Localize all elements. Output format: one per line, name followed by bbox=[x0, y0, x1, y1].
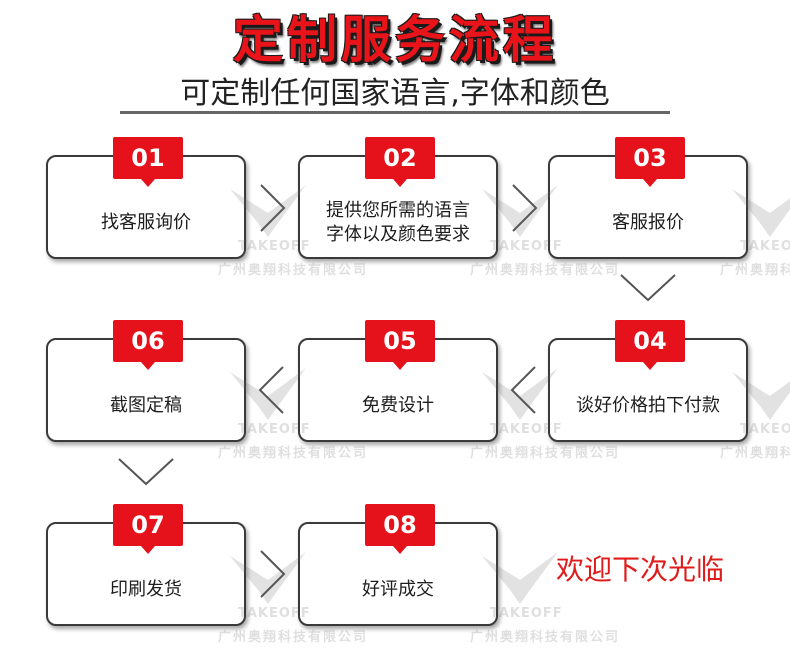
step-card-07: 07 TAKEOFF 广州奥翔科技有限公司 印刷发货 bbox=[46, 504, 366, 645]
step-card-02: 02 TAKEOFF 广州奥翔科技有限公司 提供您所需的语言 字体以及颜色要求 bbox=[298, 137, 618, 278]
chevron-left-icon bbox=[258, 366, 284, 414]
step-number-badge: 06 bbox=[113, 320, 183, 370]
step-label: 印刷发货 bbox=[110, 579, 182, 600]
step-card-08: 08 TAKEOFF 广州奥翔科技有限公司 好评成交 bbox=[298, 504, 618, 645]
watermark-company: 广州奥翔科技有限公司 bbox=[720, 263, 790, 278]
watermark-company: 广州奥翔科技有限公司 bbox=[218, 446, 369, 461]
watermark-brand: TAKEOFF bbox=[740, 239, 790, 254]
chevron-left-icon bbox=[510, 366, 536, 414]
watermark-company: 广州奥翔科技有限公司 bbox=[470, 446, 621, 461]
page-subtitle: 可定制任何国家语言,字体和颜色 bbox=[120, 74, 670, 114]
step-label: 谈好价格拍下付款 bbox=[576, 395, 720, 416]
step-number-badge: 05 bbox=[365, 320, 435, 370]
step-label: 好评成交 bbox=[362, 579, 434, 600]
page-title: 定制服务流程 bbox=[233, 11, 557, 69]
chevron-down-icon bbox=[620, 274, 676, 302]
step-card-01: 01 TAKEOFF 广州奥翔科技有限公司 找客服询价 bbox=[46, 137, 366, 278]
step-number-badge: 01 bbox=[113, 137, 183, 187]
step-number-badge: 04 bbox=[615, 320, 685, 370]
step-card-05: 05 TAKEOFF 广州奥翔科技有限公司 免费设计 bbox=[298, 320, 618, 461]
step-number-badge: 03 bbox=[615, 137, 685, 187]
step-card-03: 03 TAKEOFF 广州奥翔科技有限公司 客服报价 bbox=[548, 137, 790, 278]
step-label: 找客服询价 bbox=[101, 212, 191, 233]
welcome-message: 欢迎下次光临 bbox=[555, 553, 724, 586]
watermark-brand: TAKEOFF bbox=[740, 422, 790, 437]
watermark-company: 广州奥翔科技有限公司 bbox=[218, 263, 369, 278]
chevron-right-icon bbox=[260, 550, 286, 598]
step-label: 提供您所需的语言 字体以及颜色要求 bbox=[326, 200, 470, 245]
watermark-company: 广州奥翔科技有限公司 bbox=[218, 630, 369, 645]
watermark-company: 广州奥翔科技有限公司 bbox=[470, 263, 621, 278]
watermark-company: 广州奥翔科技有限公司 bbox=[720, 446, 790, 461]
step-label: 截图定稿 bbox=[110, 395, 182, 416]
step-number-badge: 08 bbox=[365, 504, 435, 554]
chevron-down-icon bbox=[118, 458, 174, 486]
watermark-company: 广州奥翔科技有限公司 bbox=[470, 630, 621, 645]
step-number-badge: 07 bbox=[113, 504, 183, 554]
chevron-right-icon bbox=[260, 184, 286, 232]
step-label: 客服报价 bbox=[612, 212, 684, 233]
watermark-brand: TAKEOFF bbox=[490, 606, 563, 621]
step-number-badge: 02 bbox=[365, 137, 435, 187]
step-label: 免费设计 bbox=[362, 395, 434, 416]
step-card-04: 04 TAKEOFF 广州奥翔科技有限公司 谈好价格拍下付款 bbox=[548, 320, 790, 461]
chevron-right-icon bbox=[512, 184, 538, 232]
step-card-06: 06 TAKEOFF 广州奥翔科技有限公司 截图定稿 bbox=[46, 320, 366, 461]
